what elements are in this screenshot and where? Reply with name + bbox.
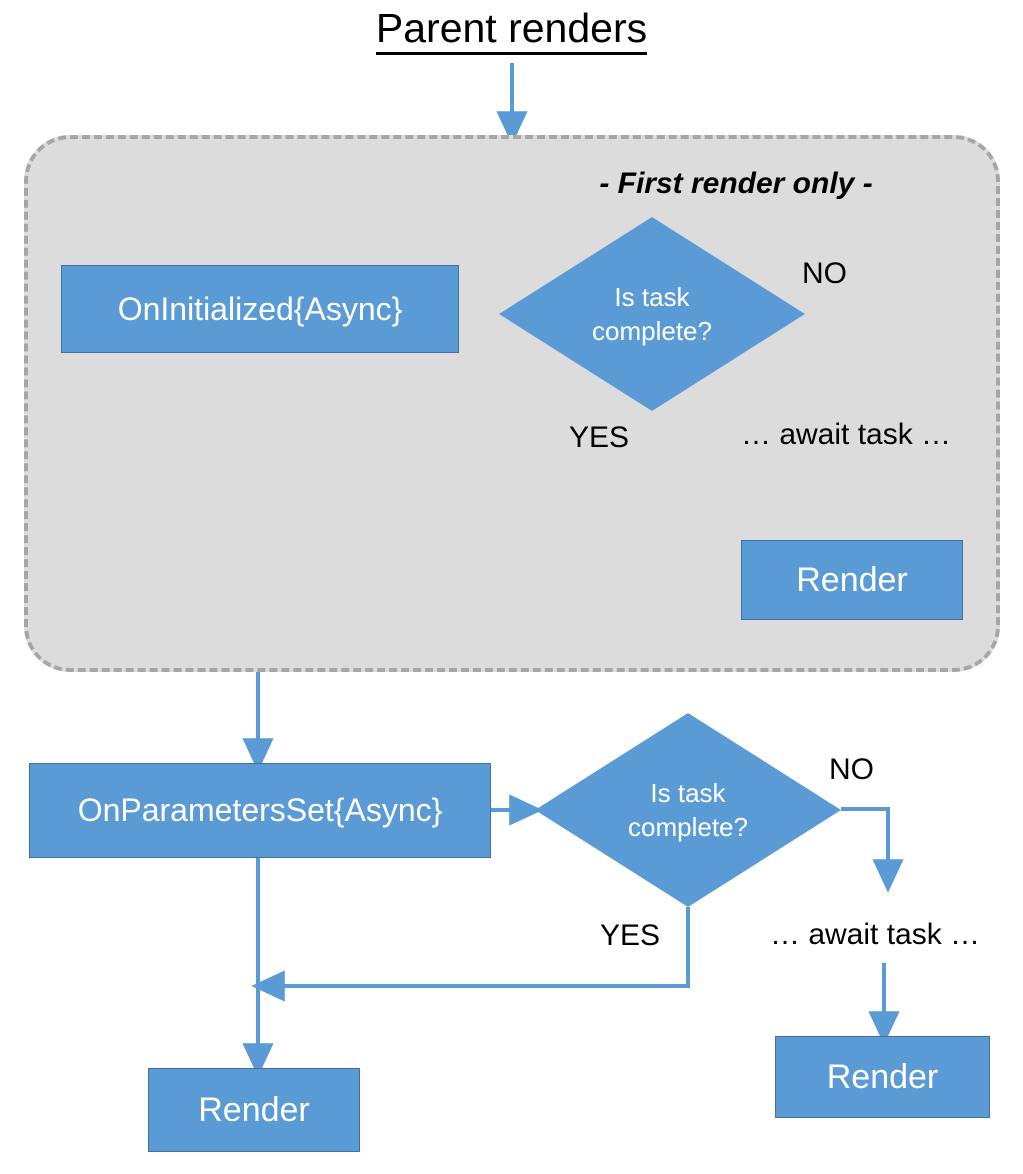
- node-decision-first-label: Is task complete?: [499, 280, 805, 348]
- edge-decision-params-no: [841, 807, 904, 893]
- node-on-initialized-label: OnInitialized{Async}: [117, 290, 403, 327]
- edge-label-no-params: NO: [829, 753, 874, 786]
- node-decision-params-label: Is task complete?: [535, 776, 841, 844]
- decision-params-line2: complete?: [628, 812, 748, 842]
- node-render-params-yes[interactable]: Render: [148, 1068, 360, 1152]
- node-decision-is-task-complete-params[interactable]: Is task complete?: [535, 713, 841, 907]
- diagram-title-text: Parent renders: [375, 5, 648, 55]
- edge-label-no-first: NO: [802, 257, 847, 290]
- first-render-group-caption: - First render only -: [599, 167, 873, 200]
- diagram-title: Parent renders: [0, 4, 1023, 55]
- decision-first-line2: complete?: [592, 316, 712, 346]
- edge-label-yes-params: YES: [600, 919, 661, 952]
- node-render-params-no[interactable]: Render: [775, 1036, 990, 1118]
- node-await-task-params: … await task …: [770, 918, 981, 951]
- node-decision-is-task-complete-first[interactable]: Is task complete?: [499, 217, 805, 411]
- node-render-first[interactable]: Render: [741, 540, 963, 620]
- node-render-first-label: Render: [796, 560, 908, 599]
- node-render-params-yes-label: Render: [198, 1090, 310, 1129]
- node-await-task-first: … await task …: [741, 418, 952, 451]
- node-on-parameters-set[interactable]: OnParametersSet{Async}: [29, 763, 491, 858]
- node-on-parameters-set-label: OnParametersSet{Async}: [77, 792, 443, 828]
- node-on-initialized[interactable]: OnInitialized{Async}: [61, 265, 459, 353]
- decision-params-line1: Is task: [650, 778, 726, 808]
- decision-first-line1: Is task: [614, 282, 690, 312]
- node-render-params-no-label: Render: [826, 1057, 939, 1096]
- edge-label-yes-first: YES: [569, 421, 630, 454]
